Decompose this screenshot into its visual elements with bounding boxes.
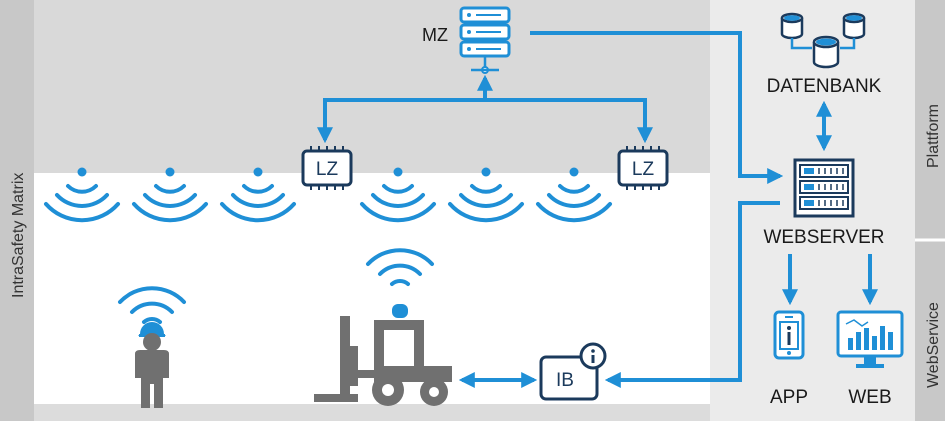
forklift-icon — [314, 304, 452, 406]
side-label-intrasafety: IntraSafety Matrix — [10, 173, 27, 298]
arrow-webserver-to-ib — [604, 201, 780, 388]
node-label-datenbank: DATENBANK — [767, 76, 882, 97]
worker-helmet-icon — [135, 322, 169, 408]
server-rack-icon — [459, 6, 511, 74]
node-label-lz-right: LZ — [632, 159, 655, 180]
floor-strip — [34, 404, 710, 421]
right-side-strip — [915, 0, 945, 421]
node-label-app: APP — [770, 387, 808, 408]
node-label-web: WEB — [848, 387, 891, 408]
database-cluster-icon — [780, 12, 866, 69]
node-label-lz-left: LZ — [316, 159, 339, 180]
chip-icon — [301, 146, 353, 190]
monitor-chart-icon — [836, 310, 904, 368]
chip-icon — [617, 146, 669, 190]
arrow-mz-to-lz — [317, 98, 653, 144]
info-icon — [579, 342, 607, 370]
server-rack-icon — [793, 158, 855, 218]
ib-box — [539, 355, 599, 401]
left-side-strip — [0, 0, 34, 421]
side-label-webservice: WebService — [925, 302, 942, 388]
node-label-ib: IB — [556, 370, 574, 391]
arrow-mz-to-webserver — [530, 31, 784, 184]
top-band — [34, 0, 710, 173]
phone-info-icon — [773, 310, 805, 360]
node-label-webserver: WEBSERVER — [763, 227, 884, 248]
node-label-mz: MZ — [422, 25, 448, 45]
side-label-plattform: Plattform — [925, 104, 942, 168]
